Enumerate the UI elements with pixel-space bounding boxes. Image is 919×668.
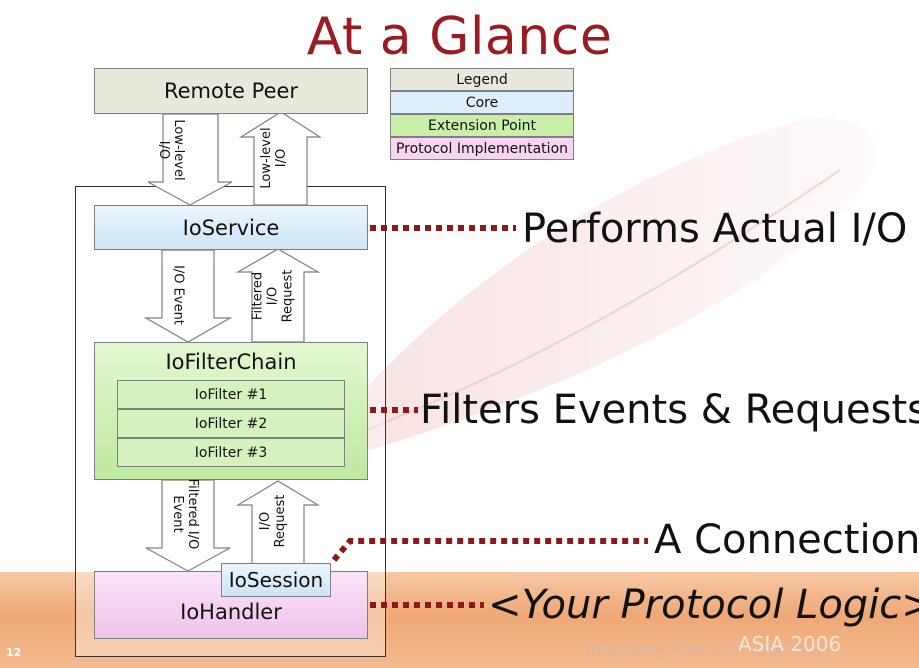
legend-protocol-implementation: Protocol Implementation bbox=[390, 137, 574, 160]
iofilterchain-label: IoFilterChain bbox=[165, 350, 297, 374]
iohandler-label: IoHandler bbox=[180, 600, 282, 624]
label-chain-up: I/O Request bbox=[258, 494, 288, 548]
arrow-peer-down bbox=[147, 113, 233, 206]
label-service-up: Filtered I/O Request bbox=[250, 269, 296, 323]
label-peer-up: Low-level I/O bbox=[259, 127, 289, 189]
iofilter-2: IoFilter #2 bbox=[117, 409, 345, 438]
callout-connection: A Connection bbox=[654, 517, 919, 563]
iofilter-1: IoFilter #1 bbox=[117, 380, 345, 409]
callout-performs-io: Performs Actual I/O bbox=[522, 206, 908, 252]
watermark-text: http://blog.csdn.net/...angRong bbox=[586, 640, 823, 658]
label-peer-down: Low-level I/O bbox=[156, 119, 186, 181]
arrow-service-down bbox=[143, 249, 233, 343]
iofilter-3: IoFilter #3 bbox=[117, 438, 345, 467]
remote-peer-box: Remote Peer bbox=[94, 68, 368, 114]
callout-protocol-logic: <Your Protocol Logic> bbox=[488, 582, 919, 628]
arrow-chain-up bbox=[235, 480, 321, 572]
arrow-chain-down bbox=[145, 479, 231, 572]
page-title: At a Glance bbox=[306, 7, 613, 67]
slide-number: 12 bbox=[6, 646, 22, 659]
legend-core: Core bbox=[390, 91, 574, 114]
arrow-service-up bbox=[235, 248, 321, 343]
label-service-down: I/O Event bbox=[170, 265, 186, 325]
legend-extension-point: Extension Point bbox=[390, 114, 574, 137]
arrow-peer-up bbox=[238, 111, 323, 206]
label-chain-down: Filtered I/O Event bbox=[170, 478, 200, 550]
legend-header: Legend bbox=[390, 68, 574, 91]
iosession-box: IoSession bbox=[221, 563, 331, 597]
callout-filters: Filters Events & Requests bbox=[420, 387, 919, 433]
ioservice-box: IoService bbox=[94, 205, 368, 250]
event-label: ASIA 2006 bbox=[738, 632, 842, 656]
connector-iosession bbox=[331, 538, 648, 562]
